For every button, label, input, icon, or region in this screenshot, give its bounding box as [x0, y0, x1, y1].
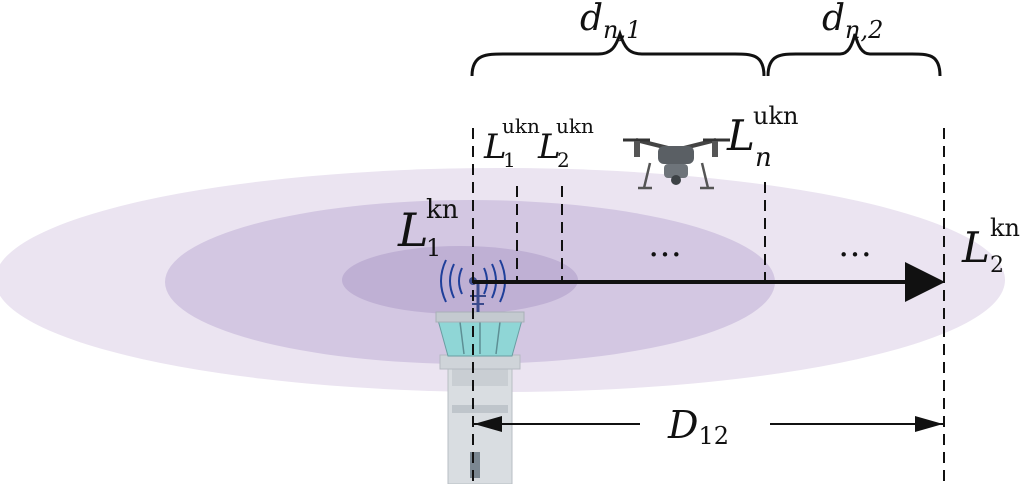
ellipsis-left: …	[648, 225, 682, 265]
label-L2-ukn: L ukn 2	[537, 114, 594, 172]
svg-text:L: L	[483, 127, 507, 167]
svg-text:kn: kn	[426, 195, 459, 225]
svg-text:ukn: ukn	[502, 114, 540, 138]
distance-arrow-D12	[474, 416, 943, 432]
svg-text:ukn: ukn	[556, 114, 594, 138]
brace-d-n1	[470, 29, 766, 77]
svg-text:n: n	[755, 143, 772, 173]
label-L2-kn: L kn 2	[961, 214, 1020, 278]
label-D12: D12	[667, 403, 729, 450]
drone-icon	[623, 138, 730, 190]
brace-d-n2	[766, 33, 942, 77]
label-Ln-ukn: L ukn n	[726, 102, 798, 173]
svg-text:L: L	[397, 203, 429, 257]
svg-text:kn: kn	[990, 214, 1020, 242]
label-d-n2: dn,2	[822, 0, 883, 44]
svg-text:L: L	[537, 127, 561, 167]
label-L1-ukn: L ukn 1	[483, 114, 540, 172]
svg-text:L: L	[961, 223, 990, 272]
svg-text:1: 1	[426, 234, 441, 262]
svg-text:2: 2	[557, 148, 570, 172]
svg-text:ukn: ukn	[753, 102, 798, 130]
svg-text:2: 2	[990, 253, 1004, 278]
label-d-n1: dn,1	[580, 0, 641, 44]
radio-signal-icon	[440, 259, 506, 303]
ellipsis-right: …	[838, 225, 872, 265]
svg-text:1: 1	[503, 148, 516, 172]
svg-text:L: L	[726, 111, 755, 160]
label-L1-kn: L kn 1	[397, 195, 459, 262]
